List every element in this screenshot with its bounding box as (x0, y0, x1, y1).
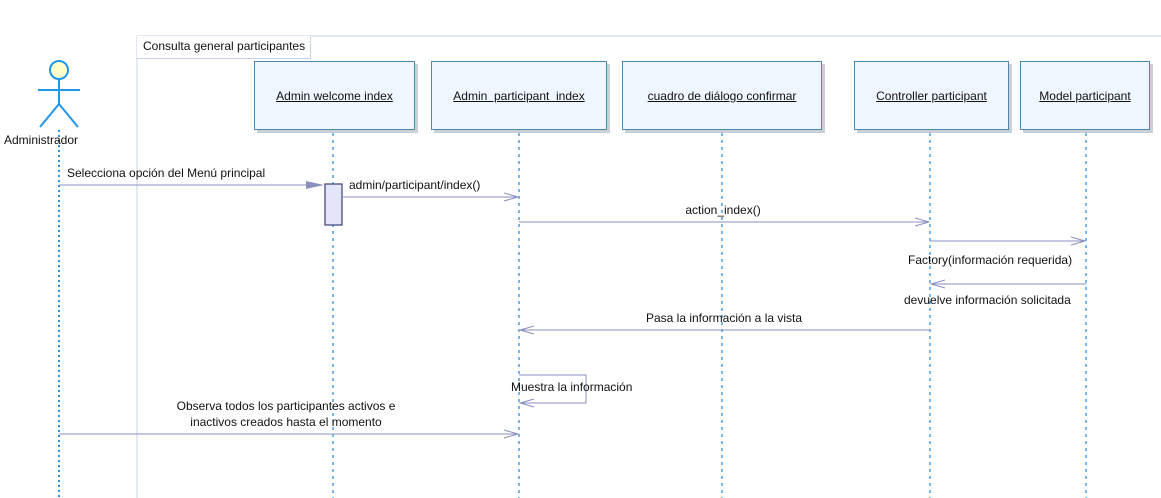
lifeline-label: cuadro de diálogo confirmar (647, 88, 797, 103)
message-label-4: Factory(información requerida) (908, 253, 1073, 267)
message-label-8-line-2: inactivos creados hasta el momento (190, 415, 382, 429)
actor-name: Administrador (4, 133, 79, 147)
lifeline-label: Controller participant (876, 88, 987, 103)
lifeline-box-admin-welcome[interactable]: Admin welcome index (254, 61, 415, 130)
message-arrow-7-self (518, 374, 587, 408)
lifeline-label: Admin welcome index (276, 88, 393, 103)
message-arrow-8 (59, 429, 520, 439)
message-arrow-1 (59, 181, 324, 189)
lifeline-box-model[interactable]: Model participant (1020, 61, 1150, 130)
message-arrow-5 (929, 279, 1086, 289)
frame-title: Consulta general participantes (137, 36, 312, 59)
message-label-6: Pasa la información a la vista (645, 311, 803, 325)
message-arrow-4 (930, 236, 1087, 246)
message-arrow-3 (519, 217, 931, 227)
actor-icon[interactable] (38, 60, 80, 128)
message-arrow-6 (518, 325, 930, 335)
lifeline-box-controller[interactable]: Controller participant (854, 61, 1009, 130)
lifeline-label: Admin participant index (453, 88, 585, 103)
message-label-5: devuelve información solicitada (904, 293, 1071, 307)
message-label-1: Selecciona opción del Menú principal (67, 166, 266, 180)
lifeline-box-dialog-confirm[interactable]: cuadro de diálogo confirmar (622, 61, 822, 130)
message-label-8-line-1: Observa todos los participantes activos … (176, 399, 396, 413)
activation-bar-admin-welcome (324, 183, 343, 226)
lifeline-label: Model participant (1039, 88, 1131, 103)
message-label-2: admin/participant/index() (349, 178, 481, 192)
message-label-3: action_index() (685, 203, 761, 217)
lifeline-box-admin-participant[interactable]: Admin participant index (431, 61, 607, 130)
message-label-7: Muestra la información (511, 380, 633, 394)
message-arrow-2 (342, 192, 520, 202)
